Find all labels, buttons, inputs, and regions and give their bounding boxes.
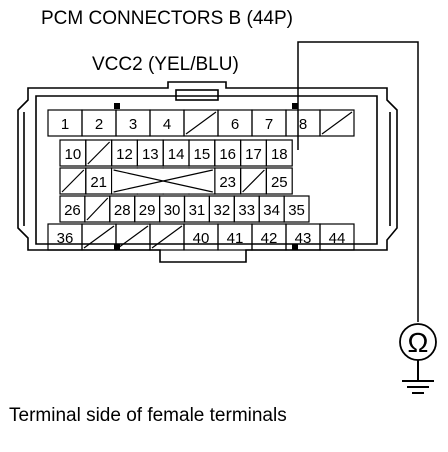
- terminal-number: 35: [288, 202, 305, 219]
- connector-housing: [17, 81, 398, 263]
- terminal-number: 2: [95, 116, 103, 133]
- empty-terminal-slash: [185, 111, 217, 135]
- terminal-number: 10: [65, 146, 82, 163]
- terminal-cell: [319, 109, 355, 137]
- empty-terminal-slash: [321, 111, 353, 135]
- terminal-number: 40: [193, 230, 210, 247]
- empty-terminal-slash: [151, 225, 183, 249]
- terminal-number: 13: [142, 146, 159, 163]
- wire-label: VCC2 (YEL/BLU): [92, 54, 239, 75]
- terminal-number: 17: [245, 146, 262, 163]
- terminal-number: 23: [219, 174, 236, 191]
- terminal-number: 26: [64, 202, 81, 219]
- terminal-number: 1: [61, 116, 69, 133]
- terminal-number: 41: [227, 230, 244, 247]
- terminal-number: 4: [163, 116, 171, 133]
- ohmmeter-icon: Ω: [399, 323, 437, 361]
- probe-wire: [297, 41, 419, 322]
- terminal-number: 42: [261, 230, 278, 247]
- empty-terminal-slash: [87, 141, 111, 165]
- terminal-number: 31: [189, 202, 206, 219]
- terminal-number: 6: [231, 116, 239, 133]
- terminal-number: 14: [168, 146, 185, 163]
- terminal-number: 18: [271, 146, 288, 163]
- terminal-cell: [265, 139, 293, 167]
- empty-terminal-slash: [61, 169, 85, 193]
- ground-icon: [402, 360, 434, 394]
- terminal-number: 30: [164, 202, 181, 219]
- terminal-cell: [265, 167, 293, 195]
- terminal-number: 7: [265, 116, 273, 133]
- terminal-number: 25: [271, 174, 288, 191]
- blank-cross-line: [113, 169, 213, 193]
- terminal-number: 15: [194, 146, 211, 163]
- terminal-number: 33: [238, 202, 255, 219]
- terminal-number: 43: [295, 230, 312, 247]
- terminal-number: 16: [219, 146, 236, 163]
- keying-tabs: [114, 103, 298, 250]
- terminal-number: 28: [114, 202, 131, 219]
- terminal-number: 21: [90, 174, 107, 191]
- empty-terminal-slash: [117, 225, 149, 249]
- ohm-symbol: Ω: [408, 327, 429, 358]
- terminal-number: 8: [299, 116, 307, 133]
- terminal-number: 12: [116, 146, 133, 163]
- terminal-number: 36: [57, 230, 74, 247]
- terminal-cell: [319, 223, 355, 251]
- empty-terminal-slash: [83, 225, 115, 249]
- terminal-number: 34: [263, 202, 280, 219]
- empty-terminal-slash: [242, 169, 265, 193]
- terminal-number: 3: [129, 116, 137, 133]
- footer-caption: Terminal side of female terminals: [9, 405, 287, 426]
- empty-terminal-slash: [86, 197, 109, 221]
- diagram-title: PCM CONNECTORS B (44P): [41, 8, 293, 29]
- terminal-number: 29: [139, 202, 156, 219]
- terminal-cell: [283, 195, 310, 223]
- terminal-number: 32: [214, 202, 231, 219]
- terminal-number: 44: [329, 230, 346, 247]
